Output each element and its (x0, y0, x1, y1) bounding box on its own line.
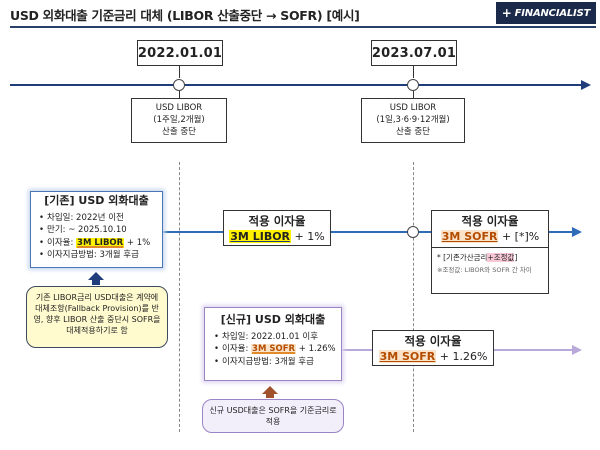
legacy-callout-arrow-stem (92, 279, 100, 285)
new-loan-box: [신규] USD 외화대출 차입일: 2022.01.01 이후 이자율: 3M… (204, 307, 342, 381)
legacy-rate2-title: 적용 이자율 (461, 214, 519, 228)
main-timeline-arrowhead (581, 80, 591, 90)
header-rule (10, 26, 596, 28)
legacy-loan-terms: 차입일: 2022년 이전 만기: ~ 2025.10.10 이자율: 3M L… (35, 212, 158, 262)
legacy-loan-term: 이자지급방법: 3개월 후급 (39, 249, 158, 262)
legacy-rate-box-1: 적용 이자율 3M LIBOR + 1% (223, 210, 331, 246)
new-callout-arrow-icon (262, 386, 278, 394)
legacy-rate2-note: * [기존가산금리+조정값] ※조정값: LIBOR와 SOFR 간 차이 (431, 248, 549, 294)
main-timeline (10, 84, 582, 86)
new-rate-prefix: 이자율: (222, 344, 252, 354)
legacy-rate2-suffix: + [*]% (498, 230, 540, 243)
legacy-rate1-highlight: 3M LIBOR (229, 230, 292, 243)
new-rate-suffix: + 1.26% (436, 350, 488, 363)
legacy-rate1-value: 3M LIBOR + 1% (224, 229, 330, 245)
date-box-2: 2023.07.01 (371, 40, 457, 66)
brand-mark: + (501, 6, 512, 20)
event-box-1: USD LIBOR (1주일,2개월) 산출 중단 (131, 98, 227, 143)
event2-line3: 산출 중단 (396, 127, 430, 137)
legacy-loan-box: [기존] USD 외화대출 차입일: 2022년 이전 만기: ~ 2025.1… (30, 191, 163, 268)
brand-name: FINANCIALIST (514, 7, 591, 19)
legacy-loan-arrow (163, 231, 573, 233)
new-loan-term: 이자율: 3M SOFR + 1.26% (214, 343, 336, 356)
legacy-loan-term: 이자율: 3M LIBOR + 1% (39, 237, 158, 250)
note-suffix: ] (514, 253, 518, 262)
event2-line1: USD LIBOR (389, 103, 437, 113)
legacy-rate2-note-formula: * [기존가산금리+조정값] (437, 252, 543, 263)
note-prefix: * [기존가산금리 (437, 253, 488, 262)
new-rate-box: 적용 이자율 3M SOFR + 1.26% (372, 330, 494, 366)
legacy-callout-arrow-icon (88, 272, 104, 280)
new-loan-arrowhead (572, 345, 582, 355)
timeline-marker-2 (407, 79, 419, 91)
page-title: USD 외화대출 기준금리 대체 (LIBOR 산출중단 → SOFR) [예시… (10, 8, 360, 23)
legacy-rate1-title: 적용 이자율 (248, 214, 306, 228)
event1-connector (179, 91, 180, 99)
date1-guide-line (179, 162, 180, 432)
date1-connector (179, 66, 180, 78)
event2-line2: (1일,3·6·9·12개월) (376, 115, 450, 125)
event-box-2: USD LIBOR (1일,3·6·9·12개월) 산출 중단 (361, 98, 465, 143)
new-loan-heading: [신규] USD 외화대출 (220, 313, 326, 326)
brand-logo: + FINANCIALIST (496, 2, 596, 24)
legacy-rate-suffix: + 1% (124, 237, 151, 248)
legacy-loan-term: 차입일: 2022년 이전 (39, 212, 158, 225)
legacy-loan-arrowhead (572, 227, 582, 237)
new-loan-term: 차입일: 2022.01.01 이후 (214, 331, 336, 344)
new-callout-arrow-stem (266, 393, 274, 398)
legacy-callout: 기존 LIBOR금리 USD대출은 계약에 대체조항(Fallback Prov… (26, 286, 168, 348)
legacy-loan-heading: [기존] USD 외화대출 (44, 194, 149, 207)
legacy-loan-term: 만기: ~ 2025.10.10 (39, 224, 158, 237)
legacy-switch-marker (407, 226, 419, 238)
date-box-1: 2022.01.01 (137, 40, 223, 66)
new-loan-terms: 차입일: 2022.01.01 이후 이자율: 3M SOFR + 1.26% … (210, 331, 336, 369)
new-rate-suffix: + 1.26% (296, 344, 336, 354)
event1-line3: 산출 중단 (162, 127, 196, 137)
date2-guide-line (413, 162, 414, 432)
timeline-marker-1 (173, 79, 185, 91)
new-rate-title: 적용 이자율 (404, 334, 462, 348)
new-rate-highlight: 3M SOFR (251, 344, 297, 354)
new-callout: 신규 USD대출은 SOFR을 기준금리로 적용 (202, 399, 344, 433)
new-loan-term: 이자지급방법: 3개월 후급 (214, 356, 336, 369)
new-rate-value: 3M SOFR + 1.26% (373, 349, 493, 365)
legacy-rate1-suffix: + 1% (291, 230, 325, 243)
legacy-rate2-note-detail: ※조정값: LIBOR와 SOFR 간 차이 (437, 266, 532, 274)
legacy-rate-box-2: 적용 이자율 3M SOFR + [*]% (431, 210, 549, 248)
event1-line2: (1주일,2개월) (153, 115, 205, 125)
note-highlight: +조정값 (487, 253, 515, 262)
event2-connector (413, 91, 414, 99)
legacy-rate-prefix: 이자율: (47, 237, 77, 248)
new-rate-highlight: 3M SOFR (378, 350, 437, 363)
legacy-rate-highlight: 3M LIBOR (76, 237, 125, 248)
date2-connector (413, 66, 414, 78)
legacy-rate2-value: 3M SOFR + [*]% (432, 229, 548, 245)
legacy-rate2-highlight: 3M SOFR (440, 230, 499, 243)
event1-line1: USD LIBOR (155, 103, 203, 113)
